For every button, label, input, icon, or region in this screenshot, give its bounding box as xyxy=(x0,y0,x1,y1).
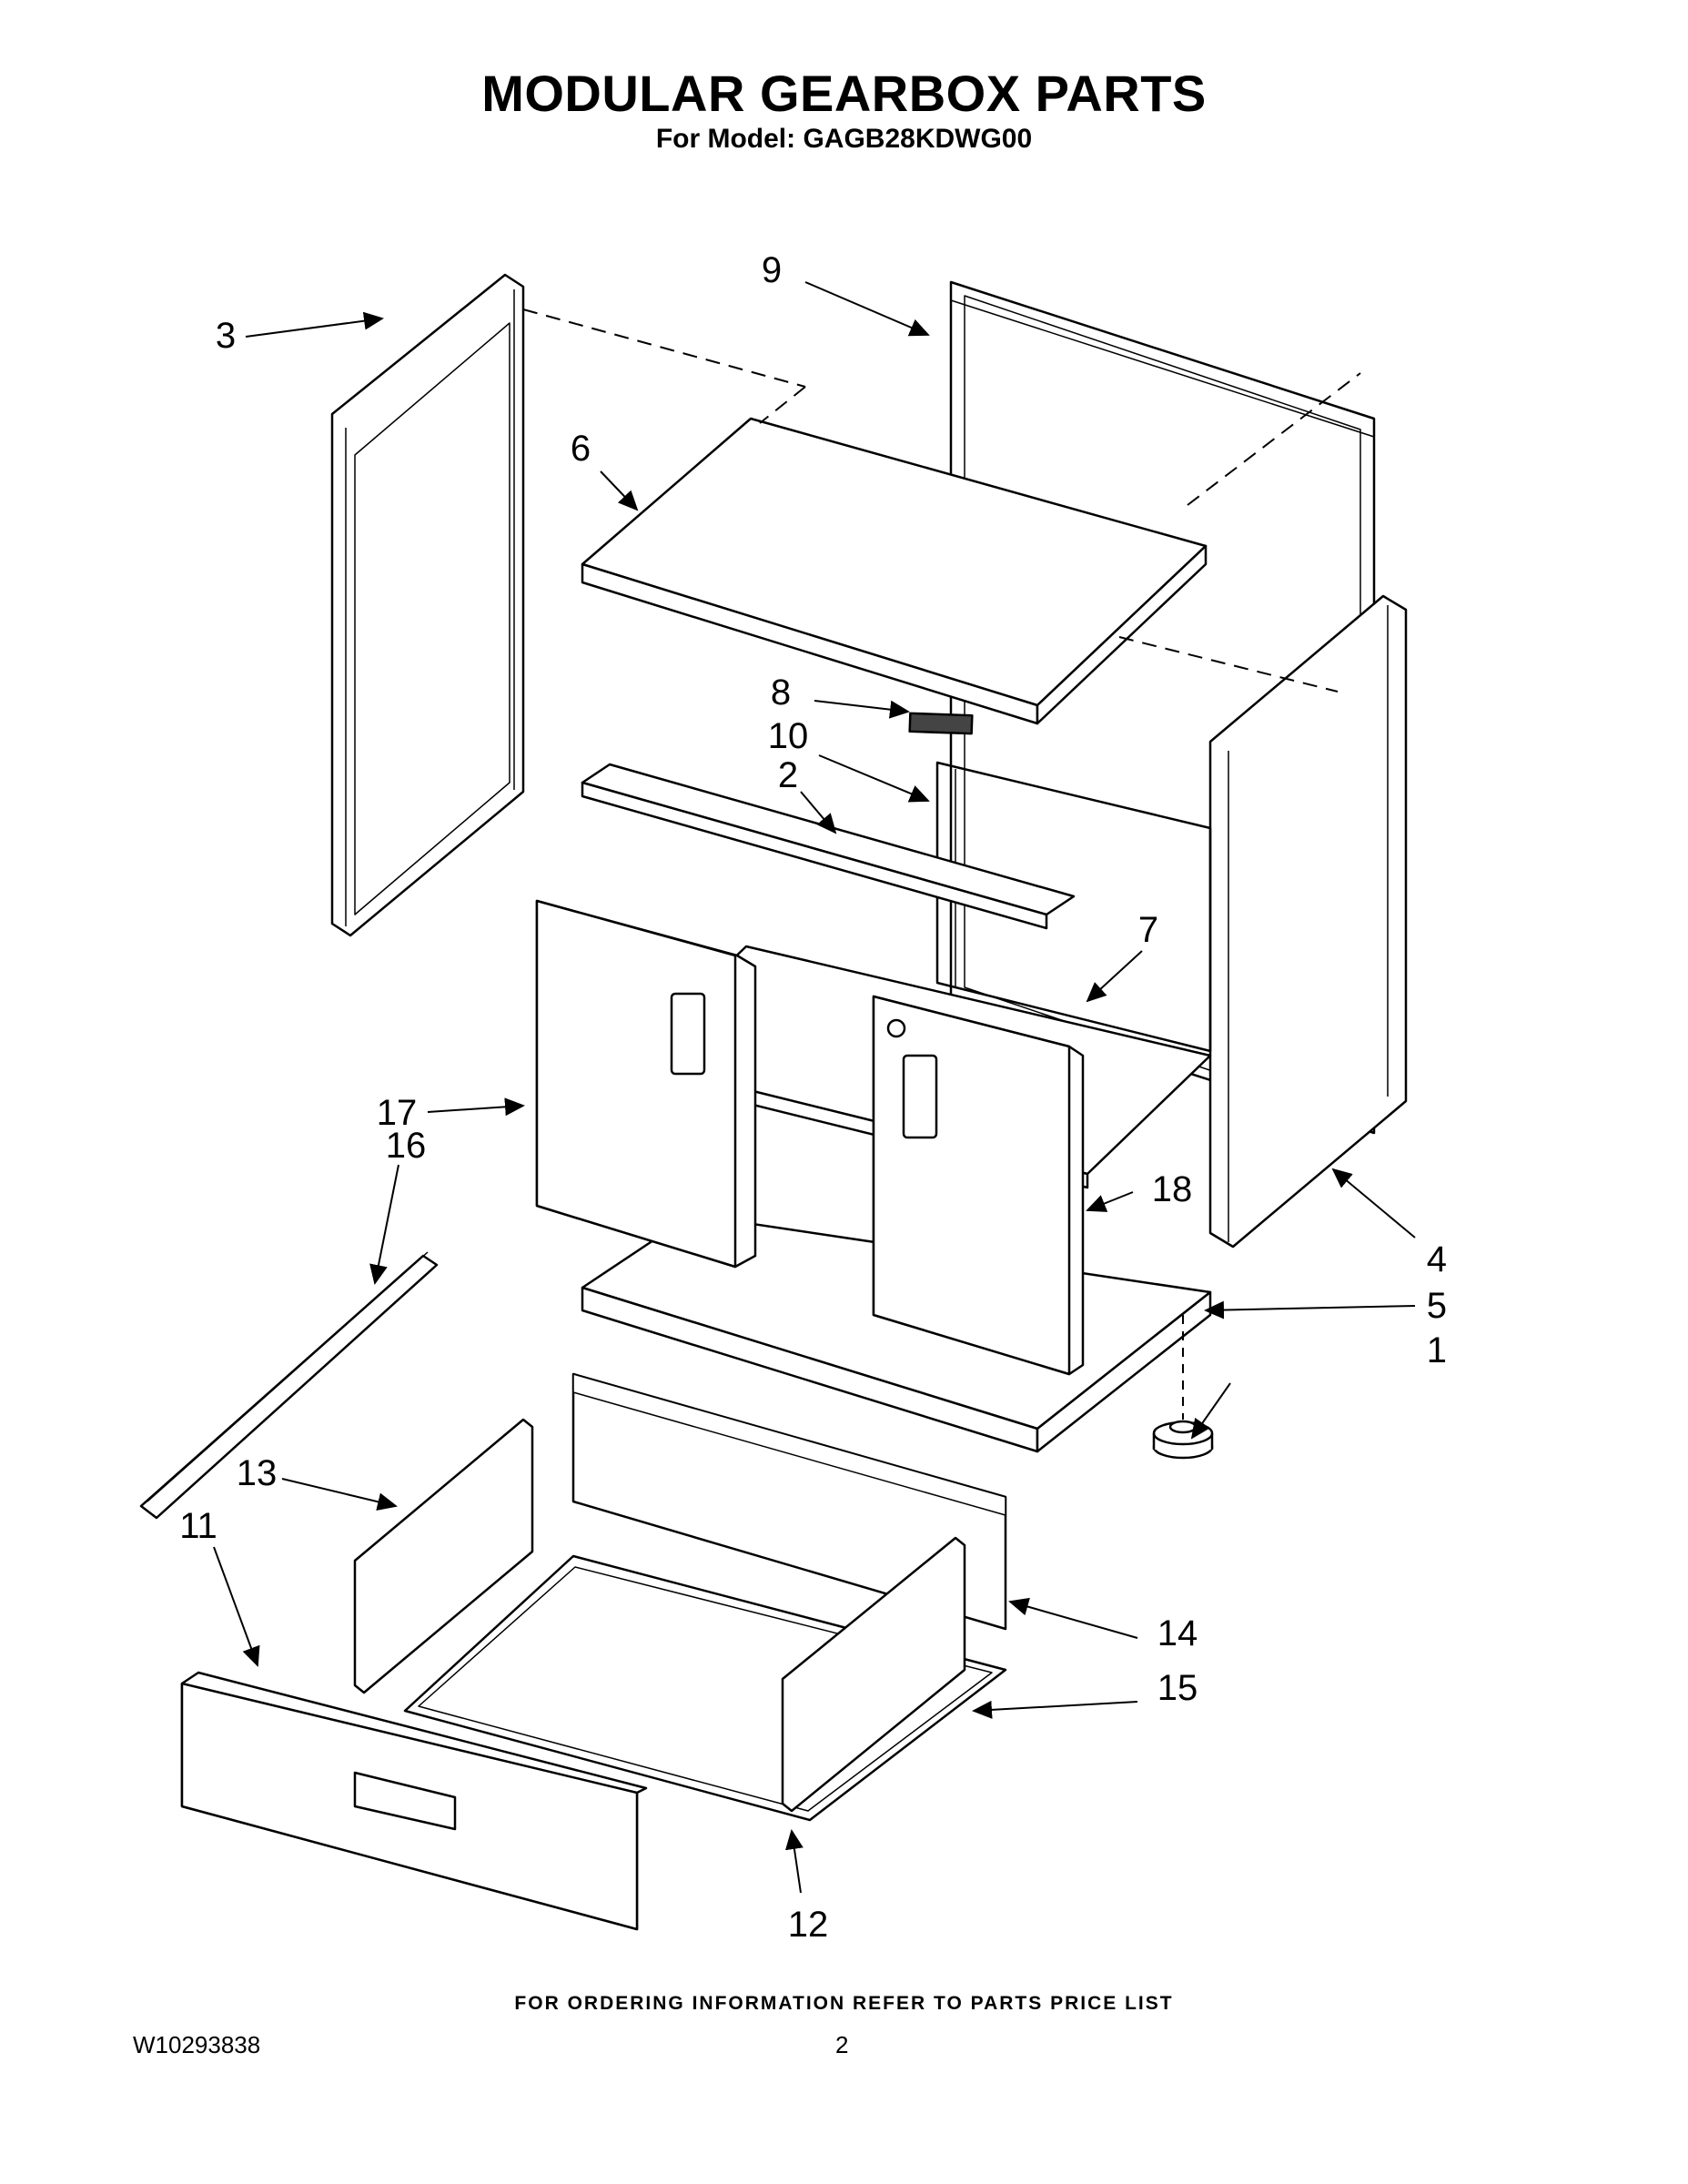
callout-2: 2 xyxy=(778,755,798,795)
callout-18: 18 xyxy=(1152,1169,1193,1209)
callout-3: 3 xyxy=(216,316,236,356)
page-title: MODULAR GEARBOX PARTS xyxy=(481,65,1207,122)
left-side-panel-part-3 xyxy=(330,273,525,937)
callout-15: 15 xyxy=(1157,1668,1198,1708)
callout-17: 17 xyxy=(377,1093,418,1133)
ordering-info-note: FOR ORDERING INFORMATION REFER TO PARTS … xyxy=(514,1993,1174,2014)
document-number: W10293838 xyxy=(133,2031,261,2058)
left-door-part-17 xyxy=(535,899,757,1269)
model-subtitle: For Model: GAGB28KDWG00 xyxy=(655,124,1033,154)
callout-7: 7 xyxy=(1138,910,1158,950)
right-door-part-18 xyxy=(872,995,1085,1376)
part-callouts: 1 2 3 4 5 6 7 8 9 10 11 12 13 14 15 16 1… xyxy=(179,250,1447,1945)
callout-8: 8 xyxy=(771,672,791,713)
callout-9: 9 xyxy=(762,250,782,290)
drawer-left-side-part-13 xyxy=(353,1418,534,1694)
page-number: 2 xyxy=(835,2031,849,2058)
callout-1: 1 xyxy=(1427,1330,1447,1370)
callout-14: 14 xyxy=(1157,1613,1198,1653)
callout-11: 11 xyxy=(179,1506,217,1546)
drawer-back-part-14 xyxy=(571,1372,1007,1631)
drawer-right-side-part-12 xyxy=(781,1536,966,1813)
callout-5: 5 xyxy=(1427,1286,1447,1326)
callout-4: 4 xyxy=(1427,1239,1447,1279)
right-side-panel-part-4 xyxy=(1208,594,1408,1249)
callout-12: 12 xyxy=(788,1905,829,1945)
drawer-slide-part-16 xyxy=(139,1251,439,1520)
callout-16: 16 xyxy=(386,1126,427,1166)
callout-13: 13 xyxy=(237,1453,278,1493)
top-shelf-part-6 xyxy=(581,417,1208,725)
badge-part-8 xyxy=(908,712,974,735)
drawer-front-part-11 xyxy=(180,1671,648,1931)
front-rail-part-2 xyxy=(581,763,1076,930)
callout-10: 10 xyxy=(768,716,809,756)
callout-6: 6 xyxy=(571,429,591,469)
